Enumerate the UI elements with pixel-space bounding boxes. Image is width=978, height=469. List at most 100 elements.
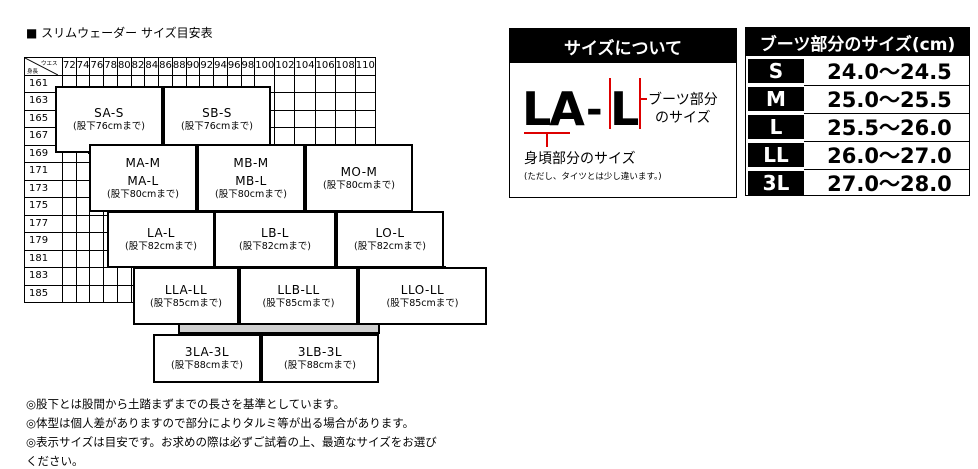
grid-cell <box>62 267 77 286</box>
grid-cell <box>75 214 91 233</box>
size-code-alt: MA-L <box>127 173 159 188</box>
inseam-limit: (股下85cmまで) <box>262 297 335 309</box>
inseam-limit: (股下82cmまで) <box>125 241 197 252</box>
grid-cell <box>294 109 316 128</box>
inseam-limit: (股下82cmまで) <box>239 241 311 252</box>
height-header: 185 <box>24 284 63 303</box>
inseam-limit: (股下88cmまで) <box>284 360 356 371</box>
size-box: SA-S(股下76cmまで) <box>55 86 163 153</box>
waist-header: 94 <box>213 57 228 76</box>
grid-cell <box>89 284 105 303</box>
size-box: MO-M(股下80cmまで) <box>305 144 413 212</box>
waist-header: 100 <box>254 57 276 76</box>
grid-cell <box>89 249 105 268</box>
grid-cell <box>75 179 91 198</box>
size-box: LLB-LL(股下85cmまで) <box>239 267 358 325</box>
waist-header: 88 <box>171 57 187 76</box>
note-line: ◎表示サイズは目安です。お求めの際は必ずご試着の上、最適なサイズをお選び <box>26 435 437 449</box>
grid-cell <box>294 92 316 111</box>
grid-cell <box>334 127 356 146</box>
grid-cell <box>354 127 376 146</box>
grid-cell <box>75 249 91 268</box>
corner-height-label: 身長 <box>27 67 39 75</box>
grid-cell <box>62 232 77 251</box>
row-divider <box>804 85 969 86</box>
inseam-limit: (股下85cmまで) <box>150 297 222 309</box>
grid-cell <box>62 179 77 198</box>
grid-cell <box>274 74 296 93</box>
size-code: MA-M <box>125 155 161 170</box>
size-box: LB-L(股下82cmまで) <box>214 211 336 268</box>
boot-size-label-2: のサイズ <box>655 110 711 126</box>
grid-cell <box>89 232 105 251</box>
size-code: SB-S <box>202 106 232 120</box>
row-divider <box>804 169 969 170</box>
grid-cell <box>334 109 356 128</box>
grid-cell <box>62 284 77 303</box>
waist-header: 98 <box>240 57 256 76</box>
row-divider <box>804 141 969 142</box>
inseam-limit: (股下76cmまで) <box>73 121 145 132</box>
waist-header: 86 <box>158 57 173 76</box>
grid-cell <box>354 92 376 111</box>
boot-size-range: 25.0～25.5 <box>827 88 952 112</box>
boot-size-code: S <box>748 59 804 83</box>
boot-size-range: 25.5～26.0 <box>827 116 952 140</box>
grid-cell <box>334 92 356 111</box>
boot-size-range: 27.0～28.0 <box>827 172 952 196</box>
grid-cell <box>62 214 77 233</box>
waist-header: 110 <box>354 57 376 76</box>
example-body-code: LA <box>522 82 585 136</box>
grid-cell <box>294 127 316 146</box>
boot-size-heading: ブーツ部分のサイズ(cm) <box>746 28 969 56</box>
boot-size-code: L <box>748 115 804 139</box>
grid-cell <box>62 249 77 268</box>
grid-cell <box>274 127 296 146</box>
grid-cell <box>314 127 336 146</box>
grid-cell <box>314 92 336 111</box>
grid-cell <box>314 109 336 128</box>
size-code: LLB-LL <box>277 282 320 297</box>
size-explanation-panel: サイズについて LA - L ブーツ部分 のサイズ 身頃部分のサイズ (ただし、… <box>509 28 737 198</box>
grid-cell <box>62 162 77 181</box>
inseam-limit: (股下80cmまで) <box>215 188 287 200</box>
grid-cell <box>62 197 77 216</box>
boot-size-range: 24.0～24.5 <box>827 60 952 84</box>
waist-header: 96 <box>226 57 242 76</box>
height-header: 183 <box>24 267 63 286</box>
boot-size-row: M 25.0～25.5 <box>748 86 969 112</box>
size-code: LLA-LL <box>164 282 208 297</box>
boot-size-code: LL <box>748 143 804 167</box>
size-code: LO-L <box>375 226 405 240</box>
grid-cell <box>75 197 91 216</box>
waist-header: 106 <box>314 57 336 76</box>
waist-header: 90 <box>185 57 201 76</box>
size-code: 3LA-3L <box>184 345 230 359</box>
grid-cell <box>334 74 356 93</box>
height-header: 181 <box>24 249 63 268</box>
height-header: 171 <box>24 162 63 181</box>
grid-cell <box>274 109 296 128</box>
size-box: LA-L(股下82cmまで) <box>107 211 215 268</box>
boot-size-row: 3L 27.0～28.0 <box>748 170 969 196</box>
height-header: 179 <box>24 232 63 251</box>
grid-cell <box>75 232 91 251</box>
example-boot-code: L <box>610 82 639 136</box>
inseam-limit: (股下82cmまで) <box>354 241 426 252</box>
note-line: ◎体型は個人差がありますので部分によりタルミ等が出る場合があります。 <box>26 416 415 430</box>
size-box: 3LA-3L(股下88cmまで) <box>153 334 261 383</box>
row-divider <box>804 113 969 114</box>
boot-size-table: ブーツ部分のサイズ(cm) S 24.0～24.5 M 25.0～25.5 L … <box>745 27 970 196</box>
height-header: 173 <box>24 179 63 198</box>
size-code: LB-L <box>261 226 289 240</box>
boot-size-label: ブーツ部分 <box>648 91 718 108</box>
size-code: LA-L <box>147 226 175 240</box>
grid-cell <box>116 267 132 286</box>
size-code: SA-S <box>94 106 124 120</box>
inseam-limit: (股下80cmまで) <box>107 188 179 200</box>
waist-header: 104 <box>294 57 316 76</box>
waist-header: 92 <box>199 57 215 76</box>
waist-header: 74 <box>75 57 91 76</box>
waist-header: 82 <box>130 57 146 76</box>
